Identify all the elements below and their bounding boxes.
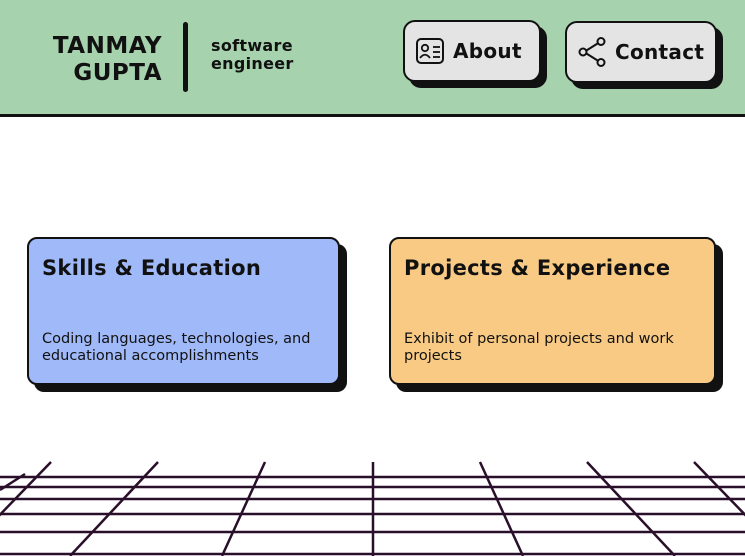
- contact-card-icon: [416, 38, 444, 64]
- card-description: Exhibit of personal projects and work pr…: [404, 331, 674, 364]
- contact-label: Contact: [615, 40, 705, 64]
- brand-divider: [183, 22, 188, 92]
- projects-experience-card[interactable]: Projects & Experience Exhibit of persona…: [389, 237, 716, 385]
- share-icon: [578, 37, 606, 67]
- brand-role: software engineer: [211, 36, 294, 73]
- grid-floor-decoration: [0, 461, 745, 556]
- card-title: Projects & Experience: [404, 256, 671, 280]
- contact-button[interactable]: Contact: [565, 21, 717, 83]
- brand-name[interactable]: TANMAY GUPTA: [52, 33, 162, 86]
- header: TANMAY GUPTA software engineer About: [0, 0, 745, 117]
- about-label: About: [453, 39, 522, 63]
- skills-education-card[interactable]: Skills & Education Coding languages, tec…: [27, 237, 340, 385]
- about-button[interactable]: About: [403, 20, 541, 82]
- card-description: Coding languages, technologies, and educ…: [42, 331, 311, 364]
- card-title: Skills & Education: [42, 256, 262, 280]
